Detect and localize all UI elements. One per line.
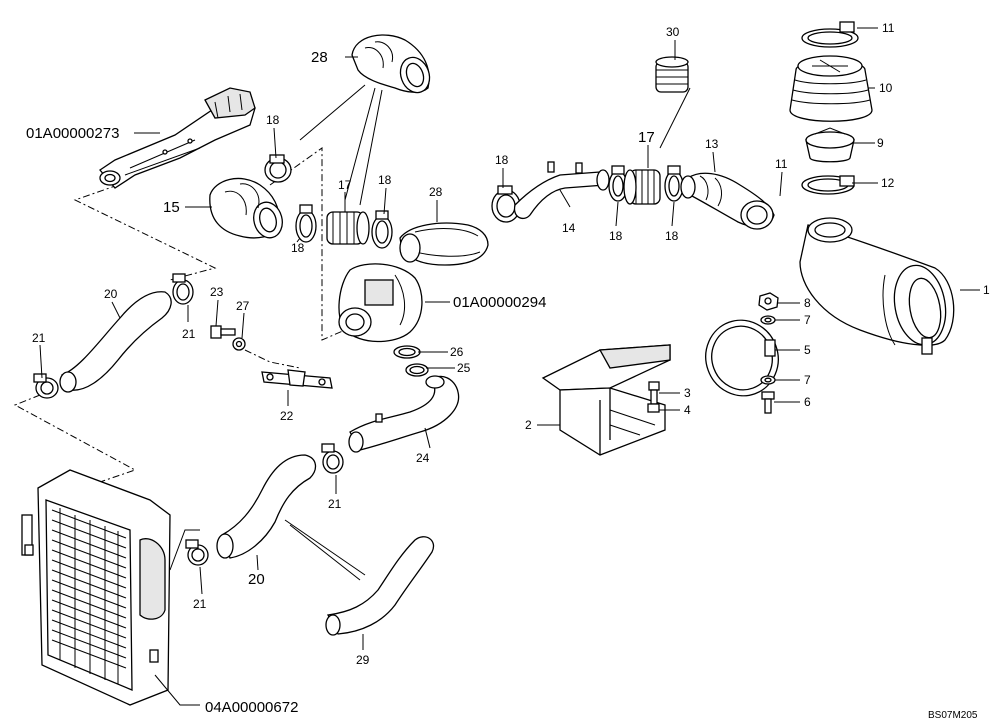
- ref-line-22: [244, 349, 301, 369]
- leader-lines: [39, 27, 980, 706]
- band-5: [705, 319, 779, 397]
- cap-9: [805, 127, 855, 163]
- bolt-3: [648, 381, 660, 405]
- label-part-3: 3: [684, 386, 691, 400]
- label-part-4: 4: [684, 403, 691, 417]
- intake-bracket-273: [99, 87, 256, 189]
- hose-13: [680, 172, 775, 230]
- hose-20-upper: [59, 291, 172, 393]
- label-part-30: 30: [666, 25, 680, 39]
- clamp-21-b: [33, 373, 59, 399]
- clamp-18-d: [491, 185, 521, 223]
- label-part-18: 18: [609, 229, 623, 243]
- ref-line-turbo: [269, 147, 346, 341]
- clamp-18-f: [664, 165, 684, 202]
- air-cleaner-1: [799, 217, 955, 355]
- label-part-28: 28: [311, 49, 328, 66]
- hose-20-lower: [216, 454, 317, 559]
- label-part-23: 23: [210, 285, 224, 299]
- label-part-18: 18: [665, 229, 679, 243]
- pipe-24: [348, 375, 460, 453]
- label-part-17: 17: [338, 178, 352, 192]
- label-part-8: 8: [804, 296, 811, 310]
- label-part-26: 26: [450, 345, 464, 359]
- label-part-21: 21: [182, 327, 196, 341]
- clamp-18-a: [264, 154, 292, 183]
- clamp-18-c: [371, 210, 393, 249]
- label-part-1: 1: [983, 283, 990, 297]
- clamp-18-e: [608, 165, 628, 202]
- turbocharger-294: [338, 263, 423, 343]
- bolt-6: [761, 391, 775, 414]
- label-part-27: 27: [236, 299, 250, 313]
- label-part-24: 24: [416, 451, 430, 465]
- label-part-17: 17: [638, 129, 655, 146]
- label-part-18: 18: [378, 173, 392, 187]
- label-part-14: 14: [562, 221, 576, 235]
- clamp-26: [393, 345, 421, 359]
- label-part-5: 5: [804, 343, 811, 357]
- label-part-13: 13: [705, 137, 719, 151]
- pipe-14: [513, 161, 610, 219]
- label-part-18: 18: [495, 153, 509, 167]
- bracket-2: [541, 344, 671, 456]
- hose-15: [209, 177, 283, 239]
- label-part-18: 18: [266, 113, 280, 127]
- label-part-21: 21: [328, 497, 342, 511]
- label-part-7: 7: [804, 313, 811, 327]
- label-part-18: 18: [291, 241, 305, 255]
- precleaner-10: [789, 55, 873, 122]
- label-part-9: 9: [877, 136, 884, 150]
- ref-line-273: [73, 184, 217, 281]
- label-part-22: 22: [280, 409, 294, 423]
- label-part-10: 10: [879, 81, 893, 95]
- label-part-11: 11: [882, 21, 895, 35]
- clamp-21-d: [185, 539, 209, 566]
- nut-8: [758, 292, 779, 311]
- bolt-23: [210, 325, 236, 339]
- washer-7-top: [760, 315, 776, 325]
- hose-29: [325, 536, 435, 636]
- washer-7-bottom: [760, 375, 776, 385]
- washer-4: [647, 403, 660, 413]
- clamp-21-a: [172, 273, 194, 305]
- label-part-7: 7: [804, 373, 811, 387]
- ring-25: [405, 363, 429, 377]
- clamp-12: [801, 175, 855, 195]
- label-part-21: 21: [193, 597, 207, 611]
- callouts: 28 01A00000273 18 15 18 17 18 28 18 14 1…: [26, 21, 990, 721]
- label-part-2: 2: [525, 418, 532, 432]
- label-part-28: 28: [429, 185, 443, 199]
- clamp-11-top: [801, 21, 859, 48]
- label-part-15: 15: [163, 199, 180, 216]
- ref-line-left: [13, 394, 137, 483]
- label-part-20: 20: [248, 571, 265, 588]
- coupling-30: [655, 56, 689, 93]
- coupling-17-left: [326, 211, 370, 245]
- clamp-18-b: [295, 204, 317, 243]
- label-part-12: 12: [881, 176, 895, 190]
- label-part-21: 21: [32, 331, 46, 345]
- label-ref-294: 01A00000294: [453, 294, 546, 311]
- hose-28-top: [351, 34, 431, 94]
- label-ref-273: 01A00000273: [26, 125, 119, 142]
- label-part-20: 20: [104, 287, 118, 301]
- coupling-17-right: [623, 169, 661, 205]
- label-part-6: 6: [804, 395, 811, 409]
- radiator-672: [21, 469, 171, 706]
- drawing-code: BS07M205: [928, 710, 978, 721]
- hose-28-mid: [399, 222, 489, 266]
- label-part-25: 25: [457, 361, 471, 375]
- label-part-11: 11: [775, 157, 788, 171]
- bracket-22: [261, 369, 333, 389]
- clamp-21-c: [321, 443, 344, 474]
- label-part-29: 29: [356, 653, 370, 667]
- washer-27: [232, 337, 246, 351]
- label-ref-672: 04A00000672: [205, 699, 298, 716]
